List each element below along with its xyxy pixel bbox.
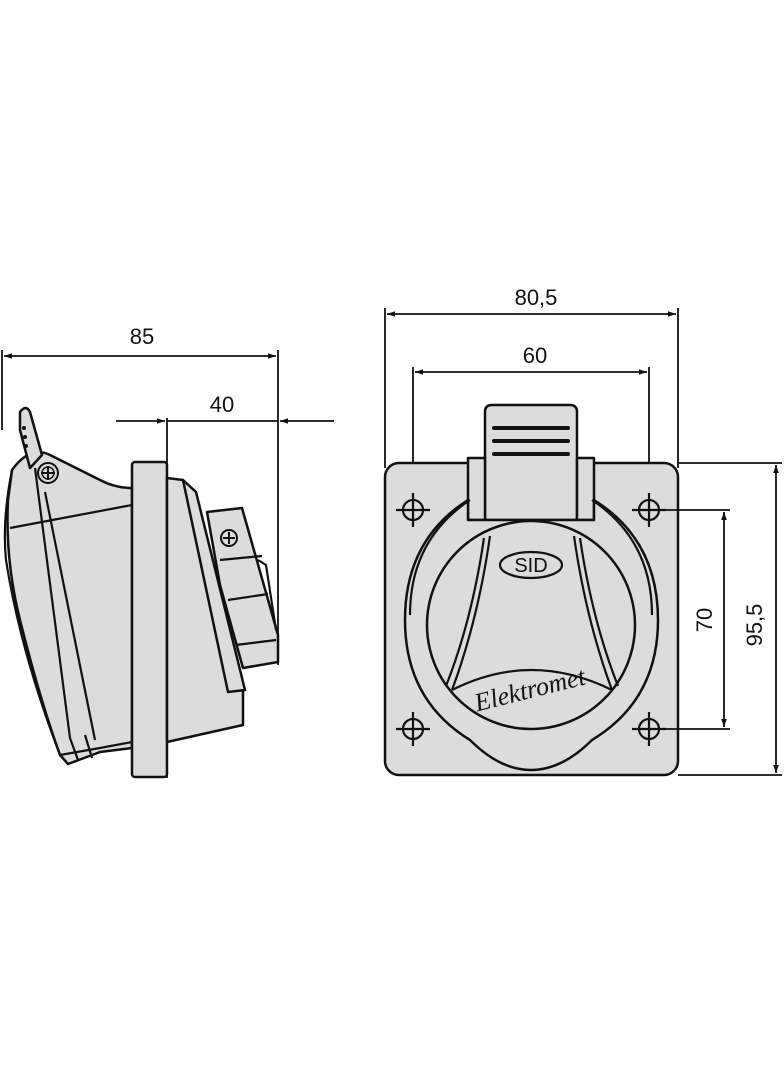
front-insert <box>205 506 280 670</box>
dim-60-label: 60 <box>523 343 547 368</box>
dim-70-label: 70 <box>692 608 717 632</box>
hinge-tab <box>18 406 44 470</box>
lid-outline <box>3 469 62 756</box>
sid-logo-text: SID <box>514 555 547 577</box>
lid-tab <box>483 403 579 522</box>
dimension-80-5: 80,5 <box>384 285 679 468</box>
dimension-85: 85 <box>1 324 279 665</box>
dim-80-5-label: 80,5 <box>515 285 558 310</box>
hinge-screw-icon <box>37 462 59 484</box>
dim-95-5-label: 95,5 <box>742 604 767 647</box>
sid-logo <box>498 550 564 580</box>
mounting-flange <box>130 460 169 779</box>
front-view: 80,5 60 SID <box>383 285 782 777</box>
side-view: 85 40 <box>1 324 334 779</box>
dimension-60: 60 <box>412 343 650 525</box>
rear-housing <box>6 450 134 766</box>
dimension-70: 70 <box>660 509 730 730</box>
mounting-hole-icon <box>396 493 430 527</box>
dimension-95-5: 95,5 <box>678 462 782 776</box>
dim-40-label: 40 <box>210 392 234 417</box>
dim-85-label: 85 <box>130 324 154 349</box>
mounting-hole-icon <box>396 712 430 746</box>
insert-screw-icon <box>220 529 238 547</box>
